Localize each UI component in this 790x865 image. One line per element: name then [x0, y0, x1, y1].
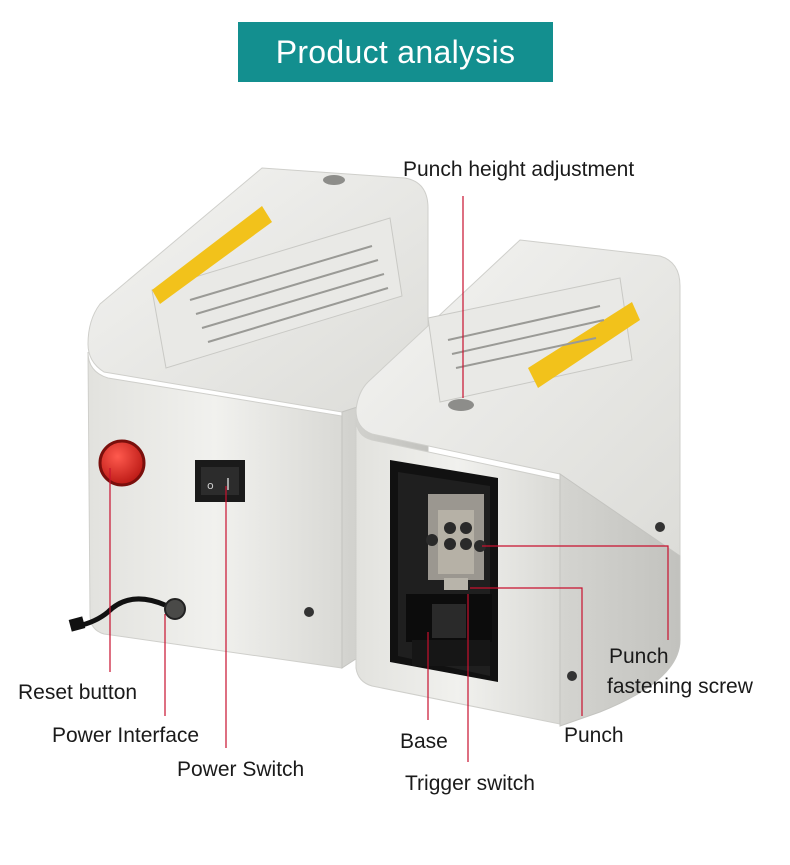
callout-punch [470, 587, 583, 716]
power-switch-graphic: o [195, 460, 245, 502]
label-reset-button: Reset button [18, 681, 138, 704]
label-punch-fastening-screw-line2: fastening screw [607, 675, 753, 698]
reset-button-graphic [98, 439, 146, 487]
label-power-interface: Power Interface [52, 724, 200, 747]
page-title: Product analysis [275, 33, 516, 70]
svg-text:o: o [207, 479, 214, 492]
label-punch-fastening-screw-line1: Punch [609, 645, 669, 668]
label-punch: Punch [564, 724, 624, 747]
warning-label-left [151, 206, 403, 369]
warning-label-right [427, 277, 640, 403]
punch-mechanism [390, 460, 498, 682]
right-unit [304, 239, 681, 727]
label-trigger-switch: Trigger switch [405, 772, 535, 795]
power-interface-graphic [164, 598, 186, 620]
callout-lines [109, 196, 669, 762]
label-base: Base [400, 730, 448, 753]
height-adjust-hole [448, 399, 474, 411]
title-banner: Product analysis [238, 22, 553, 82]
label-punch-height-adjustment: Punch height adjustment [403, 158, 635, 181]
callout-fastening-screw [482, 545, 669, 640]
label-power-switch: Power Switch [177, 758, 305, 781]
